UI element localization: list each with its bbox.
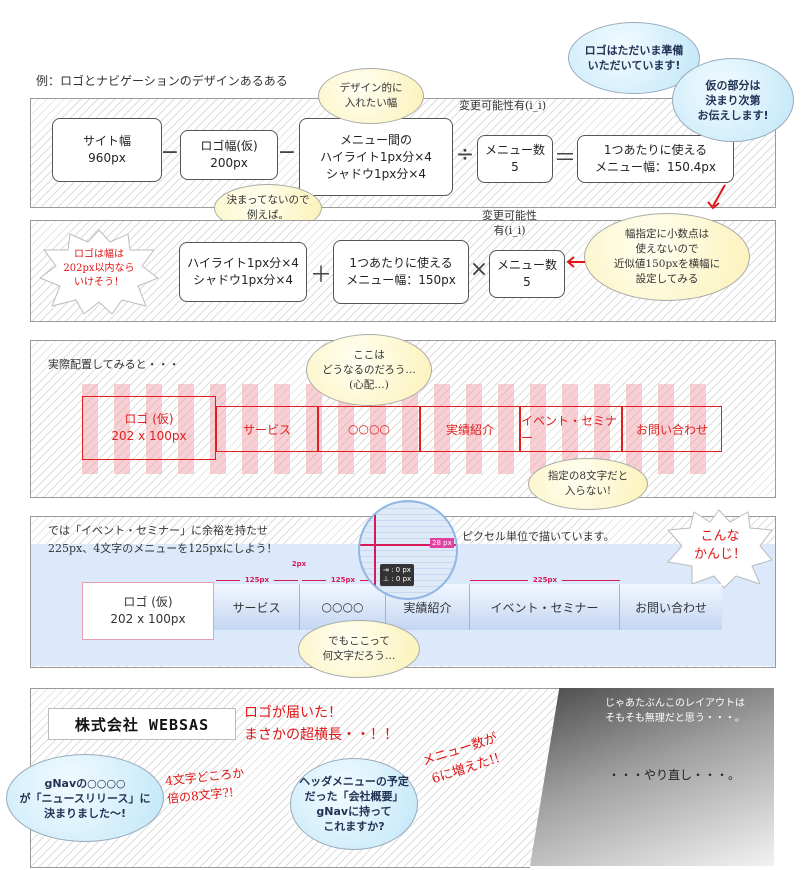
eight-chars-bubble: 指定の8文字だと 入らない! xyxy=(528,458,648,510)
highlight-shadow-box: メニュー間の ハイライト1px分×4 シャドウ1px分×4 xyxy=(299,118,453,196)
page-title: 例：ロゴとナビゲーションのデザインあるある xyxy=(36,74,288,88)
dimension-label: 125px xyxy=(240,576,274,584)
per-menu-box: 1つあたりに使える メニュー幅：150.4px xyxy=(577,135,734,183)
menu-item: 実績紹介 xyxy=(420,406,520,452)
minus-operator: − xyxy=(277,140,297,165)
zoom-magnifier: 28 px ⇥ : 0 px ⊥ : 0 px xyxy=(358,500,458,600)
dimension-label: 125px xyxy=(326,576,360,584)
zoom-info: ⇥ : 0 px ⊥ : 0 px xyxy=(380,564,415,586)
zoom-tag: 28 px xyxy=(430,538,454,548)
layout-note: 実際配置してみると・・・ xyxy=(48,358,180,371)
highlight-shadow-box: ハイライト1px分×4 シャドウ1px分×4 xyxy=(179,242,307,302)
menu-count-box: メニュー数 5 xyxy=(477,135,553,183)
company-logo: 株式会社 WEBSAS xyxy=(48,708,236,740)
dimension-label: 225px xyxy=(528,576,562,584)
menu-count-box: メニュー数 5 xyxy=(489,250,565,298)
zoom-line xyxy=(360,544,456,546)
variable-note: 変更可能性有(i_i) xyxy=(459,99,547,112)
dark-note: じゃあたぶんこのレイアウトは そもそも無理だと思う・・・。 xyxy=(605,698,745,724)
divide-operator: ÷ xyxy=(455,142,475,167)
variable-note: 変更可能性 有(i_i) xyxy=(482,209,537,237)
wonder-bubble: ここは どうなるのだろう… (心配…) xyxy=(306,334,432,406)
nav-item[interactable]: お問い合わせ xyxy=(620,584,722,630)
decimal-bubble: 幅指定に小数点は 使えないので 近似値150pxを横幅に 設定してみる xyxy=(584,213,750,301)
nav-item[interactable]: イベント・セミナー xyxy=(470,584,620,630)
times-operator: × xyxy=(469,257,489,282)
menu-item: ○○○○ xyxy=(318,406,420,452)
burst-shape xyxy=(38,229,160,314)
burst-shape xyxy=(666,509,773,588)
adjust-note: では「イベント・セミナー」に余裕を持たせ 225px、4文字のメニューを125p… xyxy=(48,524,278,555)
per-menu-box: 1つあたりに使える メニュー幅：150px xyxy=(333,240,469,304)
temp-part-bubble: 仮の部分は 決まり次第 お伝えします! xyxy=(672,58,794,142)
logo-width-burst: ロゴは幅は 202px以内なら いけそう！ xyxy=(63,249,135,288)
plus-operator: ＋ xyxy=(310,263,333,288)
menu-item: イベント・セミナー xyxy=(520,406,622,452)
logo-placeholder: ロゴ (仮) 202 x 100px xyxy=(82,396,216,460)
logo-placeholder: ロゴ (仮) 202 x 100px xyxy=(82,582,214,640)
dimension-label: 2px xyxy=(291,560,307,568)
logo-arrived-note: ロゴが届いた！ まさかの超横長・・！！ xyxy=(244,705,398,743)
site-width-box: サイト幅 960px xyxy=(52,118,162,182)
menu-item: お問い合わせ xyxy=(622,406,722,452)
red-arrow-icon xyxy=(566,184,726,268)
redo-text: ・・・やり直し・・・。 xyxy=(607,768,740,782)
pixel-note: ピクセル単位で描いています。 xyxy=(462,530,615,543)
header-menu-bubble: ヘッダメニューの予定 だった「会社概要」 gNavに持って これますか? xyxy=(290,758,418,850)
gnav-bubble: gNavの○○○○ が「ニュースリリース」に 決まりました〜! xyxy=(6,754,164,842)
zoom-line xyxy=(374,502,376,598)
like-this-burst: こんな かんじ！ xyxy=(693,529,746,562)
equals-operator: ＝ xyxy=(554,146,577,171)
minus-operator: − xyxy=(160,140,180,165)
panel-change-dark xyxy=(530,688,774,866)
menu-item: サービス xyxy=(216,406,318,452)
nav-item[interactable]: サービス xyxy=(214,584,300,630)
logo-width-box: ロゴ幅(仮) 200px xyxy=(180,130,278,180)
how-many-bubble: でもここって 何文字だろう… xyxy=(298,620,420,678)
design-width-bubble: デザイン的に 入れたい幅 xyxy=(318,68,424,124)
